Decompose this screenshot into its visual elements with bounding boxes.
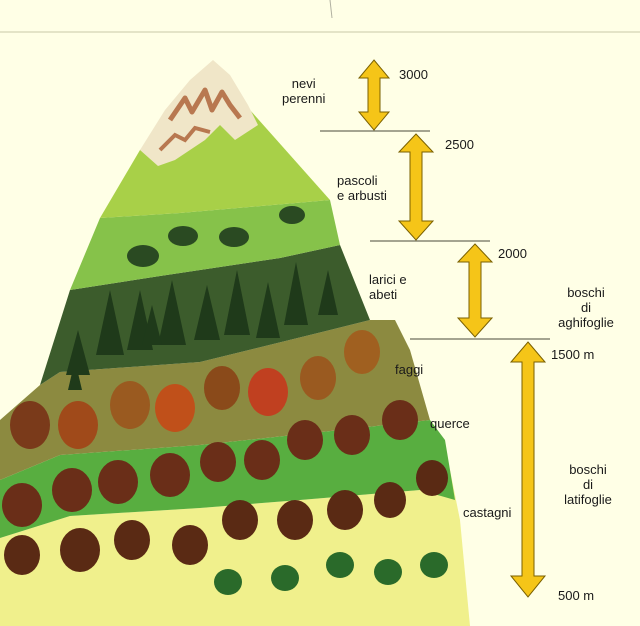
shrubs	[127, 206, 305, 267]
chestnut-tree	[222, 500, 258, 540]
label-faggi: faggi	[395, 362, 424, 377]
beech-tree	[58, 401, 98, 449]
rock-streaks-lower	[158, 125, 211, 152]
conifer-tree	[194, 285, 220, 340]
shrub	[168, 226, 198, 246]
beech-tree	[300, 356, 336, 400]
label-castagni: castagni	[463, 505, 512, 520]
beech-tree	[248, 368, 288, 416]
oak-tree	[382, 400, 418, 440]
conifer-tree	[96, 290, 124, 355]
oak-tree	[334, 415, 370, 455]
conifer-tree	[66, 330, 90, 375]
chestnut-tree	[114, 520, 150, 560]
altitude-1500: 1500 m	[551, 347, 595, 362]
conifer-tree	[256, 282, 280, 338]
label-pascoli-arbusti: pascoli e arbusti	[337, 173, 387, 203]
bush	[420, 552, 448, 578]
oak-tree	[150, 453, 190, 497]
altitude-2000: 2000	[498, 246, 527, 261]
altitude-lines	[320, 130, 550, 340]
shrub	[127, 245, 159, 267]
beech-tree	[10, 401, 50, 449]
beech-tree	[110, 381, 150, 429]
label-querce: querce	[430, 416, 470, 431]
altitude-3000: 3000	[399, 67, 428, 82]
beech-trees	[10, 330, 380, 449]
arrow-2500-2000	[397, 133, 435, 241]
conifer-tree	[158, 280, 186, 345]
bush	[271, 565, 299, 591]
conifer-trees	[66, 262, 338, 390]
chestnut-tree	[60, 528, 100, 572]
beech-tree	[204, 366, 240, 410]
rock-streaks	[167, 87, 242, 122]
bush	[374, 559, 402, 585]
chestnut-trees	[4, 460, 448, 595]
arrow-3000-2500	[357, 59, 391, 131]
shrub	[279, 206, 305, 224]
chestnut-tree	[327, 490, 363, 530]
conifer-tree	[318, 270, 338, 315]
oak-tree	[98, 460, 138, 504]
altitude-2500: 2500	[445, 137, 474, 152]
conifer-tree	[142, 305, 162, 345]
label-nevi-perenni: nevi perenni	[282, 76, 326, 106]
beech-tree	[155, 384, 195, 432]
bush	[214, 569, 242, 595]
corner-mark	[329, 0, 333, 19]
bush	[326, 552, 354, 578]
shrub	[219, 227, 249, 247]
group-latifoglie: boschi di latifoglie	[564, 462, 612, 507]
conifer-tree	[224, 270, 250, 335]
chestnut-tree	[4, 535, 40, 575]
chestnut-tree	[374, 482, 406, 518]
arrow-1500-500	[509, 341, 547, 598]
label-larici-abeti: larici e abeti	[369, 272, 407, 302]
altitude-arrows	[357, 59, 547, 598]
zone-pascoli-lower	[70, 200, 340, 290]
oak-tree	[287, 420, 323, 460]
oak-tree	[244, 440, 280, 480]
chestnut-tree	[277, 500, 313, 540]
arrow-2000-1500	[456, 243, 494, 338]
oak-tree	[200, 442, 236, 482]
chestnut-tree	[172, 525, 208, 565]
beech-tree	[344, 330, 380, 374]
altitude-500: 500 m	[558, 588, 595, 603]
chestnut-tree	[416, 460, 448, 496]
oak-tree	[2, 483, 42, 527]
zone-pascoli-upper	[100, 110, 330, 218]
oak-tree	[52, 468, 92, 512]
group-aghifoglie: boschi di aghifoglie	[558, 285, 614, 330]
conifer-tree	[284, 262, 308, 325]
oak-trees	[2, 400, 418, 527]
